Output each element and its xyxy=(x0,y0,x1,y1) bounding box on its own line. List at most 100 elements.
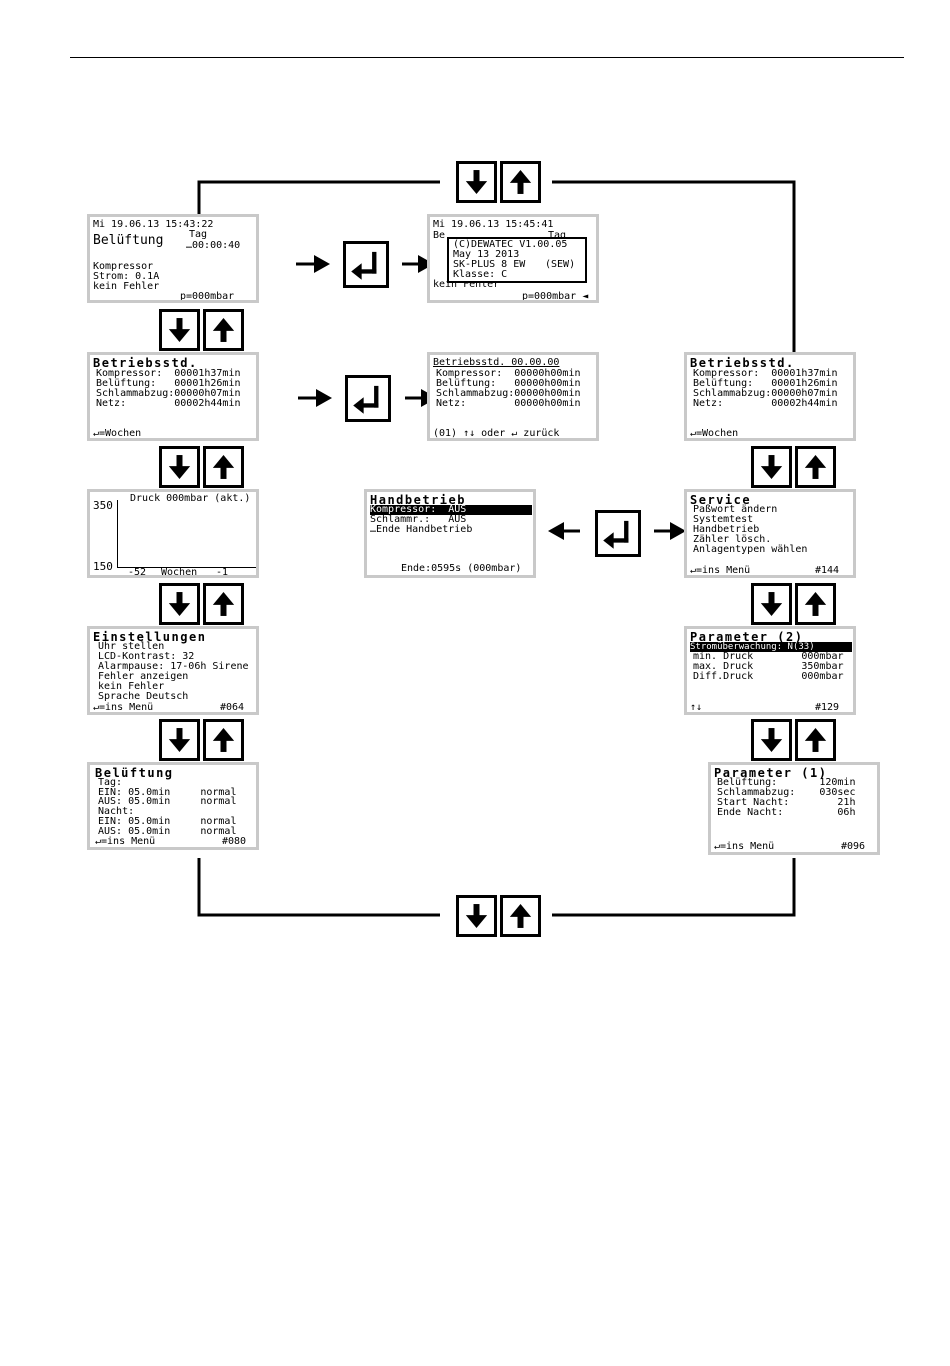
arrow-up-icon xyxy=(212,592,235,616)
screen-title: Einstellungen xyxy=(93,630,207,644)
arrow-up-key[interactable] xyxy=(203,446,244,488)
pressure-readout: p=000mbar xyxy=(180,291,235,302)
enter-key[interactable] xyxy=(595,510,641,557)
screen-title: Betriebsstd. 00.00.00 xyxy=(433,357,560,368)
enter-icon xyxy=(353,385,379,414)
lcd-parameter-2: Parameter (2) Stromüberwachung: N(33) mi… xyxy=(684,626,856,715)
screen-number: #144 xyxy=(815,565,840,576)
arrow-up-key[interactable] xyxy=(795,446,836,488)
end-manual-row: …Ende Handbetrieb xyxy=(370,524,473,535)
arrow-down-key[interactable] xyxy=(456,161,497,203)
screen-footer: Ende:0595s (000mbar) xyxy=(401,563,522,574)
arrow-up-icon xyxy=(509,904,532,928)
screen-footer: ↵=ins Menü xyxy=(95,836,156,847)
lcd-settings: Einstellungen Uhr stellen LCD-Kontrast: … xyxy=(87,626,259,715)
arrow-up-key[interactable] xyxy=(500,895,541,937)
screen-number: #064 xyxy=(220,702,245,713)
arrow-down-key[interactable] xyxy=(159,446,200,488)
enter-key[interactable] xyxy=(345,375,391,422)
version-line: (C)DEWATEC V1.00.05 xyxy=(453,239,568,250)
menu-item: Sprache Deutsch xyxy=(98,691,189,702)
header-rule xyxy=(70,57,904,58)
sludge-row: Schlammr.: AUS xyxy=(370,514,467,525)
arrow-down-key[interactable] xyxy=(456,895,497,937)
param-row: Diff.Druck 000mbar xyxy=(693,671,844,682)
setting-row: Nacht: xyxy=(98,806,135,817)
hours-row: Netz: 00002h44min xyxy=(693,398,838,409)
background-text: Tag xyxy=(548,230,567,241)
x-axis xyxy=(117,567,256,568)
setting-row: Tag: xyxy=(98,777,123,788)
y-min-label: 150 xyxy=(93,560,113,573)
plant-code: (SEW) xyxy=(545,259,576,270)
screen-title: Belüftung xyxy=(95,766,174,780)
setting-row: EIN: 05.0min normal xyxy=(98,787,237,798)
screen-title: Parameter (1) xyxy=(714,766,828,780)
arrow-up-key[interactable] xyxy=(203,309,244,351)
arrow-down-key[interactable] xyxy=(751,446,792,488)
arrow-down-icon xyxy=(168,318,191,342)
arrow-up-key[interactable] xyxy=(203,583,244,625)
x-right-label: -1 xyxy=(216,567,229,578)
lcd-operating-hours: Betriebsstd. Kompressor: 00001h37min Bel… xyxy=(684,352,856,441)
menu-item: Fehler anzeigen xyxy=(98,671,189,682)
screen-footer: ↵=Wochen xyxy=(690,428,739,439)
hours-row: Schlammabzug:00000h07min xyxy=(693,388,838,399)
arrow-down-key[interactable] xyxy=(159,583,200,625)
arrow-up-icon xyxy=(804,592,827,616)
hours-row: Belüftung: 00000h00min xyxy=(436,378,581,389)
day-label: Tag xyxy=(189,229,208,240)
arrow-down-icon xyxy=(465,170,488,194)
hours-row: Netz: 00000h00min xyxy=(436,398,581,409)
status-line: Kompressor xyxy=(93,261,154,272)
screen-title: Service xyxy=(690,493,752,507)
current-line: Strom: 0.1A xyxy=(93,271,160,282)
setting-row: AUS: 05.0min normal xyxy=(98,826,237,837)
arrow-down-key[interactable] xyxy=(751,583,792,625)
param-row: min. Druck 000mbar xyxy=(693,651,844,662)
version-popup: (C)DEWATEC V1.00.05 May 13 2013 SK-PLUS … xyxy=(447,237,587,283)
screen-number: #080 xyxy=(222,836,247,847)
screen-title: Betriebsstd. xyxy=(93,356,198,370)
arrow-up-key[interactable] xyxy=(203,719,244,761)
build-date: May 13 2013 xyxy=(453,249,520,260)
hours-row: Kompressor: 00001h37min xyxy=(693,368,838,379)
menu-item: LCD-Kontrast: 32 xyxy=(98,651,195,662)
class-line: Klasse: C xyxy=(453,269,508,280)
arrow-up-key[interactable] xyxy=(500,161,541,203)
param-row: Start Nacht: 21h xyxy=(717,797,856,808)
arrow-down-icon xyxy=(760,728,783,752)
lcd-manual-mode: Handbetrieb Kompressor: AUS Schlammr.: A… xyxy=(364,489,536,578)
arrow-down-key[interactable] xyxy=(751,719,792,761)
arrow-up-icon xyxy=(212,455,235,479)
hours-row: Kompressor: 00000h00min xyxy=(436,368,581,379)
lcd-operating-hours: Betriebsstd. Kompressor: 00001h37min Bel… xyxy=(87,352,259,441)
arrow-down-icon xyxy=(168,728,191,752)
menu-item: kein Fehler xyxy=(98,681,165,692)
lcd-aeration-settings: Belüftung Tag: EIN: 05.0min normal AUS: … xyxy=(87,762,259,850)
arrow-down-key[interactable] xyxy=(159,719,200,761)
mode-title: Belüftung xyxy=(93,233,164,248)
arrow-down-icon xyxy=(760,592,783,616)
screen-footer: ↵=ins Menü xyxy=(93,702,154,713)
x-axis-label: Wochen xyxy=(161,567,198,578)
arrow-down-key[interactable] xyxy=(159,309,200,351)
menu-item: Handbetrieb xyxy=(693,524,760,535)
menu-item: Anlagentypen wählen xyxy=(693,544,808,555)
menu-item: Zähler lösch. xyxy=(693,534,772,545)
lcd-weekly-hours: Betriebsstd. 00.00.00 Kompressor: 00000h… xyxy=(427,352,599,441)
param-row: Schlammabzug: 030sec xyxy=(717,787,856,798)
lcd-parameter-1: Parameter (1) Belüftung: 120min Schlamma… xyxy=(708,762,880,855)
screen-title: Handbetrieb xyxy=(370,493,466,507)
arrow-down-icon xyxy=(168,455,191,479)
datetime: Mi 19.06.13 15:43:22 xyxy=(93,219,214,230)
arrow-up-key[interactable] xyxy=(795,583,836,625)
enter-key[interactable] xyxy=(343,241,389,288)
hours-row: Belüftung: 00001h26min xyxy=(693,378,838,389)
background-text: kein Fehler xyxy=(433,279,500,290)
plant-type: SK-PLUS 8 EW xyxy=(453,259,526,270)
screen-footer: ↵=Wochen xyxy=(93,428,142,439)
datetime: Mi 19.06.13 15:45:41 xyxy=(433,219,554,230)
screen-title: Betriebsstd. xyxy=(690,356,795,370)
arrow-up-key[interactable] xyxy=(795,719,836,761)
